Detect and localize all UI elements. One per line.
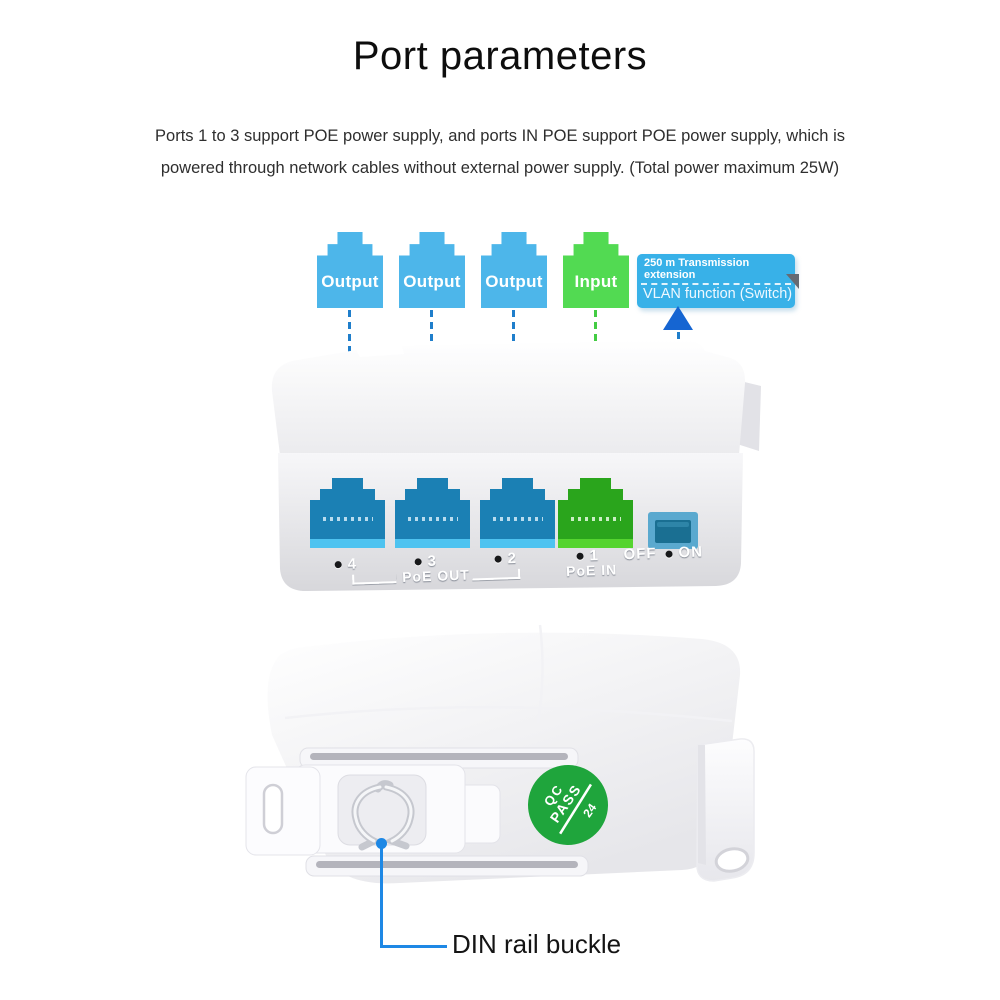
- din-rail-groove-top: [299, 747, 579, 769]
- vlan-function-text: VLAN function (Switch): [643, 286, 793, 302]
- page-title: Port parameters: [352, 34, 648, 78]
- port-number-4: 4: [347, 555, 358, 573]
- din-rail-groove-bottom: [305, 855, 589, 877]
- description-line-1: Ports 1 to 3 support POE power supply, a…: [155, 127, 845, 145]
- output-connector-label: Output: [485, 272, 543, 291]
- callout-line-horizontal: [380, 945, 447, 948]
- off-label: OFF: [623, 545, 657, 564]
- callout-dot: [376, 838, 387, 849]
- panel-seam: [536, 624, 544, 724]
- port-number-2: 2: [507, 549, 518, 568]
- poe-in-label: PoE IN: [565, 561, 618, 580]
- mounting-ear: [696, 738, 755, 882]
- output-connector-icon-2: Output: [399, 232, 465, 308]
- callout-line-vertical: [380, 846, 383, 947]
- led-dot: [334, 561, 342, 569]
- power-toggle-switch: [648, 512, 698, 549]
- panel-seam: [284, 705, 733, 723]
- led-dot: [414, 558, 422, 566]
- rj45-port-1-poe-in: [558, 478, 633, 548]
- dashed-divider: [641, 283, 791, 285]
- device-top-face: [271, 339, 746, 455]
- ear-shade: [698, 745, 706, 865]
- led-dot: [665, 550, 673, 558]
- tab-slot: [262, 783, 284, 835]
- din-rail-buckle-spring: [351, 780, 415, 851]
- led-dot: [494, 555, 502, 563]
- poe-out-bracket-left: [352, 573, 397, 585]
- qc-pass-sticker: QC PASS 24: [528, 765, 608, 845]
- led-dot: [576, 552, 584, 560]
- poe-out-label: PoE OUT: [401, 566, 471, 585]
- din-rail-buckle-label: DIN rail buckle: [452, 929, 622, 959]
- screw-hole: [714, 847, 750, 873]
- poe-switch-bottom-view: QC PASS 24: [245, 624, 755, 884]
- description-line-2: powered through network cables without e…: [160, 159, 840, 177]
- output-connector-icon-3: Output: [481, 232, 547, 308]
- rj45-port-2: [480, 478, 555, 548]
- on-label: ON: [678, 543, 704, 562]
- output-connector-label: Output: [321, 272, 379, 291]
- rj45-port-3: [395, 478, 470, 548]
- output-connector-icon-1: Output: [317, 232, 383, 308]
- rj45-port-4: [310, 478, 385, 548]
- input-connector-label: Input: [574, 272, 618, 291]
- input-connector-icon: Input: [563, 232, 629, 308]
- poe-switch-front-view: [271, 339, 761, 592]
- output-connector-label: Output: [403, 272, 461, 291]
- poe-out-bracket-right: [471, 568, 521, 581]
- arrow-up-icon: [663, 306, 693, 330]
